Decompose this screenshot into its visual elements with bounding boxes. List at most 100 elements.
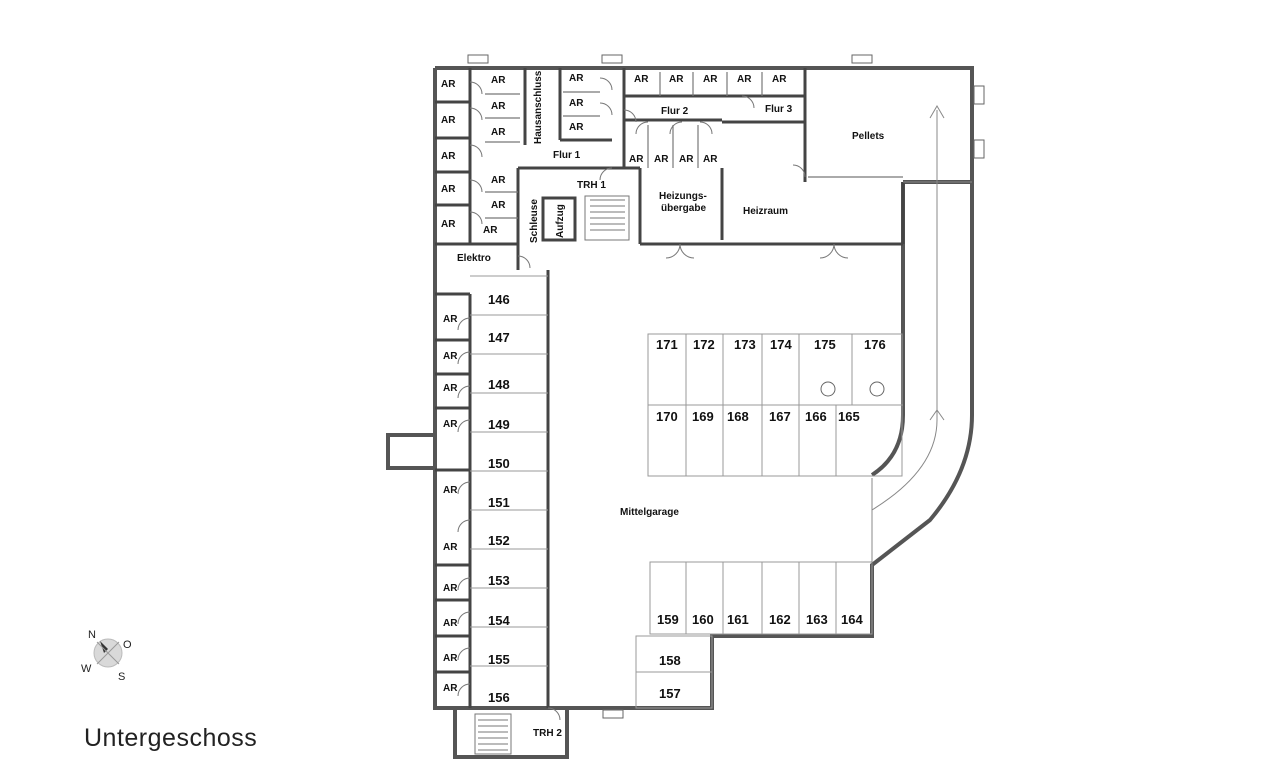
svg-text:168: 168 bbox=[727, 409, 749, 424]
svg-text:AR: AR bbox=[703, 74, 718, 85]
parking-top-labels: 171 172 173 174 175 176 bbox=[656, 337, 886, 352]
svg-text:AR: AR bbox=[491, 101, 506, 112]
svg-text:172: 172 bbox=[693, 337, 715, 352]
thin-partitions bbox=[485, 72, 903, 219]
svg-text:157: 157 bbox=[659, 686, 681, 701]
svg-text:163: 163 bbox=[806, 612, 828, 627]
svg-text:AR: AR bbox=[443, 383, 458, 394]
svg-text:AR: AR bbox=[491, 175, 506, 186]
svg-text:147: 147 bbox=[488, 330, 510, 345]
svg-text:150: 150 bbox=[488, 456, 510, 471]
hausanschluss-label: Hausanschluss bbox=[533, 70, 544, 144]
svg-text:AR: AR bbox=[569, 98, 584, 109]
svg-text:159: 159 bbox=[657, 612, 679, 627]
doors bbox=[457, 77, 849, 721]
svg-text:151: 151 bbox=[488, 495, 510, 510]
svg-text:AR: AR bbox=[443, 485, 458, 496]
svg-text:176: 176 bbox=[864, 337, 886, 352]
svg-text:165: 165 bbox=[838, 409, 860, 424]
svg-text:170: 170 bbox=[656, 409, 678, 424]
svg-text:167: 167 bbox=[769, 409, 791, 424]
svg-text:AR: AR bbox=[629, 154, 644, 165]
svg-text:AR: AR bbox=[443, 618, 458, 629]
svg-text:AR: AR bbox=[441, 219, 456, 230]
parking-mid-labels: 170 169 168 167 166 165 bbox=[656, 409, 860, 424]
wall-markers bbox=[467, 54, 985, 719]
svg-text:155: 155 bbox=[488, 652, 510, 667]
trh2-label: TRH 2 bbox=[533, 728, 562, 739]
svg-text:156: 156 bbox=[488, 690, 510, 705]
left-stalls-lines bbox=[470, 275, 548, 667]
svg-text:AR: AR bbox=[443, 583, 458, 594]
svg-text:AR: AR bbox=[491, 200, 506, 211]
compass-n: N bbox=[88, 629, 96, 641]
flur3-label: Flur 3 bbox=[765, 104, 793, 115]
outer-annex bbox=[386, 433, 569, 759]
svg-text:AR: AR bbox=[443, 542, 458, 553]
ramp bbox=[871, 105, 972, 565]
mittelgarage-label: Mittelgarage bbox=[620, 507, 679, 518]
svg-text:AR: AR bbox=[654, 154, 669, 165]
trh1-label: TRH 1 bbox=[577, 180, 606, 191]
svg-text:166: 166 bbox=[805, 409, 827, 424]
svg-text:AR: AR bbox=[669, 74, 684, 85]
svg-text:AR: AR bbox=[634, 74, 649, 85]
svg-text:161: 161 bbox=[727, 612, 749, 627]
stairs bbox=[474, 195, 630, 755]
svg-text:173: 173 bbox=[734, 337, 756, 352]
svg-text:AR: AR bbox=[491, 75, 506, 86]
svg-text:158: 158 bbox=[659, 653, 681, 668]
svg-text:AR: AR bbox=[443, 683, 458, 694]
svg-text:153: 153 bbox=[488, 573, 510, 588]
compass-o: O bbox=[123, 639, 132, 651]
pellets-label: Pellets bbox=[852, 131, 885, 142]
heizungs-label-2: übergabe bbox=[661, 203, 706, 214]
flur2-label: Flur 2 bbox=[661, 106, 689, 117]
svg-text:174: 174 bbox=[770, 337, 792, 352]
svg-text:AR: AR bbox=[441, 115, 456, 126]
svg-text:AR: AR bbox=[679, 154, 694, 165]
svg-text:171: 171 bbox=[656, 337, 678, 352]
flur1-label: Flur 1 bbox=[553, 150, 581, 161]
accessible-icon bbox=[820, 381, 885, 397]
svg-text:AR: AR bbox=[443, 653, 458, 664]
parking-bottom-labels: 159 160 161 162 163 164 158 157 bbox=[657, 612, 863, 701]
ar-labels: AR AR AR AR AR AR AR AR AR AR AR AR AR A… bbox=[441, 73, 787, 694]
compass-w: W bbox=[81, 663, 92, 675]
svg-text:160: 160 bbox=[692, 612, 714, 627]
svg-text:AR: AR bbox=[443, 419, 458, 430]
parking-left-labels: 146 147 148 149 150 151 152 153 154 155 … bbox=[488, 292, 510, 705]
svg-text:146: 146 bbox=[488, 292, 510, 307]
heizraum-label: Heizraum bbox=[743, 206, 788, 217]
svg-text:149: 149 bbox=[488, 417, 510, 432]
svg-text:164: 164 bbox=[841, 612, 863, 627]
heizungs-label-1: Heizungs- bbox=[659, 191, 707, 202]
center-stalls-lines bbox=[635, 333, 903, 709]
svg-text:AR: AR bbox=[772, 74, 787, 85]
svg-text:152: 152 bbox=[488, 533, 510, 548]
svg-text:148: 148 bbox=[488, 377, 510, 392]
interior-walls bbox=[435, 68, 905, 708]
svg-text:AR: AR bbox=[443, 314, 458, 325]
svg-text:AR: AR bbox=[483, 225, 498, 236]
compass-s: S bbox=[118, 671, 125, 683]
aufzug-label: Aufzug bbox=[555, 204, 566, 238]
svg-text:AR: AR bbox=[443, 351, 458, 362]
svg-text:AR: AR bbox=[441, 79, 456, 90]
floor-title: Untergeschoss bbox=[84, 724, 258, 752]
svg-text:AR: AR bbox=[441, 184, 456, 195]
svg-text:AR: AR bbox=[569, 73, 584, 84]
svg-text:162: 162 bbox=[769, 612, 791, 627]
svg-text:AR: AR bbox=[703, 154, 718, 165]
svg-text:AR: AR bbox=[569, 122, 584, 133]
room-labels: Hausanschluss Flur 1 Flur 2 Flur 3 Pelle… bbox=[457, 70, 885, 739]
schleuse-label: Schleuse bbox=[529, 199, 540, 243]
svg-text:175: 175 bbox=[814, 337, 836, 352]
elektro-label: Elektro bbox=[457, 253, 491, 264]
compass-icon: N O S W bbox=[81, 629, 132, 683]
svg-text:169: 169 bbox=[692, 409, 714, 424]
svg-text:154: 154 bbox=[488, 613, 510, 628]
svg-text:AR: AR bbox=[737, 74, 752, 85]
svg-text:AR: AR bbox=[491, 127, 506, 138]
